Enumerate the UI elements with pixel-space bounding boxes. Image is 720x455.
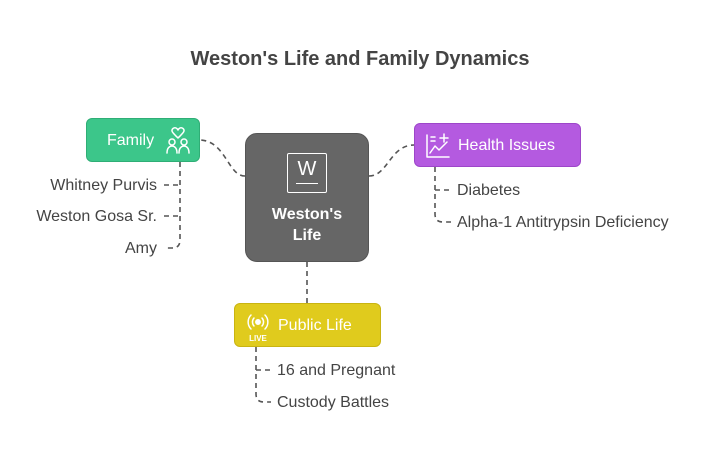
health-item-alpha1: Alpha-1 Antitrypsin Deficiency	[457, 214, 669, 231]
health-item-diabetes: Diabetes	[457, 182, 521, 199]
family-icon	[166, 127, 190, 154]
public-item-16-and-pregnant: 16 and Pregnant	[277, 362, 396, 379]
center-label-line1: Weston's	[271, 206, 343, 223]
health-chart-icon	[426, 133, 450, 158]
connector-public-items	[255, 347, 271, 403]
public-life-label: Public Life	[278, 317, 352, 334]
center-icon-letter: W	[297, 158, 317, 180]
live-broadcast-icon: LIVE	[247, 314, 269, 343]
family-node: Family	[86, 118, 200, 162]
letter-w-icon: W	[287, 153, 327, 193]
center-node: W Weston's Life	[245, 133, 369, 262]
public-item-custody-battles: Custody Battles	[277, 394, 390, 411]
connector-center-family	[200, 139, 246, 177]
diagram-title: Weston's Life and Family Dynamics	[190, 48, 530, 70]
center-label-line2: Life	[292, 227, 322, 244]
family-label: Family	[107, 132, 155, 149]
connector-center-health	[368, 144, 415, 177]
family-item-amy: Amy	[125, 240, 157, 257]
health-issues-label: Health Issues	[458, 137, 555, 154]
connector-health-items	[434, 167, 451, 223]
family-item-whitney-purvis: Whitney Purvis	[50, 177, 157, 194]
health-issues-node: Health Issues	[414, 123, 581, 167]
center-label: Weston's Life	[246, 204, 368, 246]
family-item-weston-gosa-sr: Weston Gosa Sr.	[36, 208, 157, 225]
connector-family-items	[164, 162, 181, 249]
public-life-node: LIVE Public Life	[234, 303, 381, 347]
svg-text:LIVE: LIVE	[249, 334, 267, 343]
